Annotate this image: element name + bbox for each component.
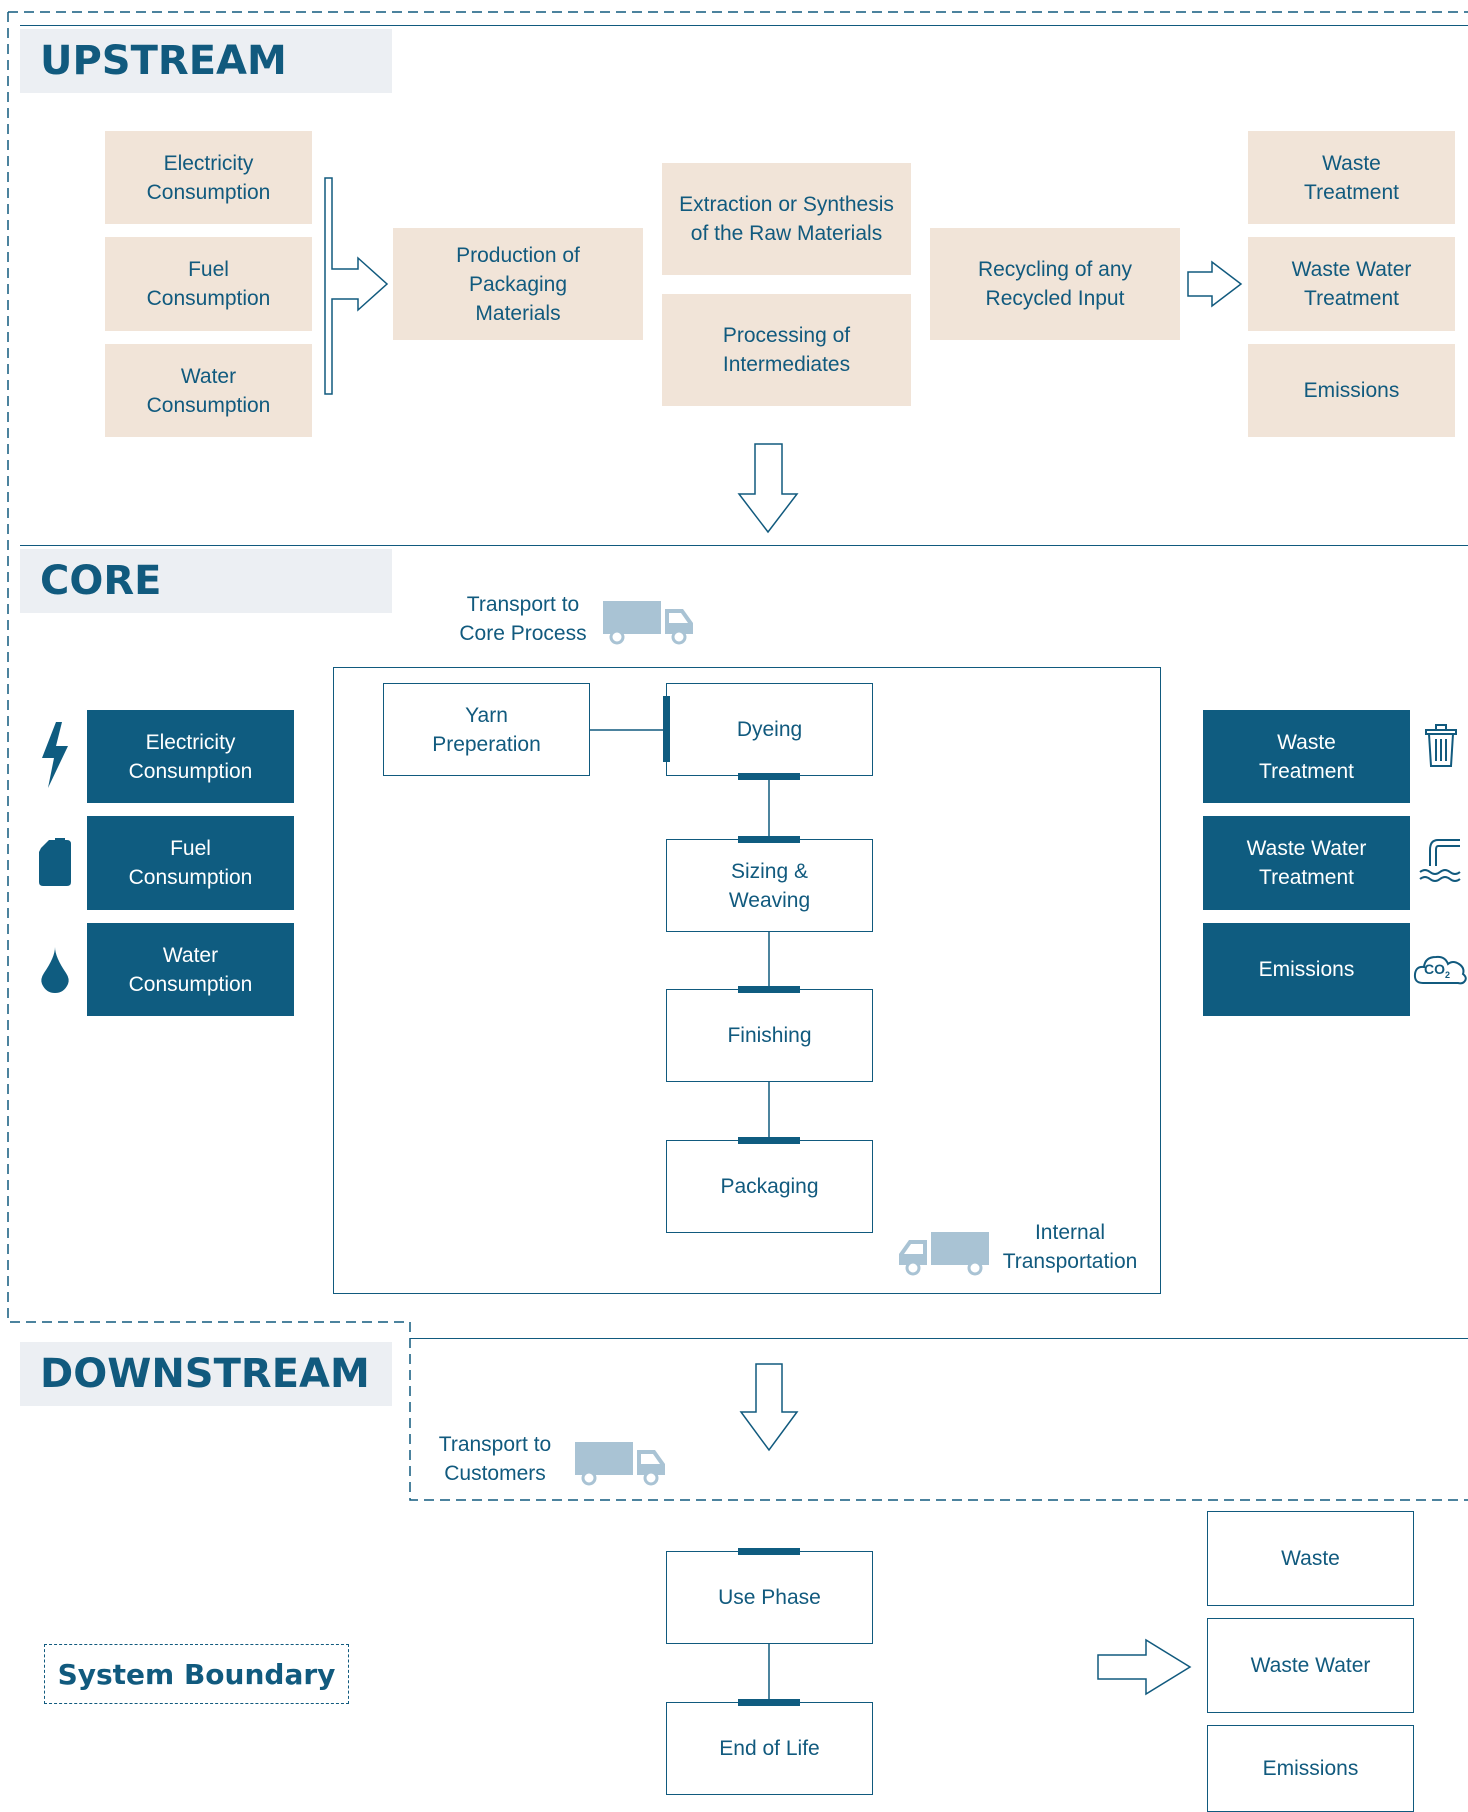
upstream-fuel-box: Fuel Consumption bbox=[105, 237, 312, 331]
finishing-box: Finishing bbox=[666, 989, 873, 1082]
yarn-preparation-box: Yarn Preperation bbox=[383, 683, 590, 776]
upstream-electricity-box: Electricity Consumption bbox=[105, 131, 312, 224]
lightning-icon bbox=[42, 722, 68, 788]
internal-truck-icon bbox=[899, 1232, 989, 1276]
system-boundary-legend: System Boundary bbox=[44, 1644, 349, 1704]
recycling-box: Recycling of any Recycled Input bbox=[930, 228, 1180, 340]
core-rule bbox=[20, 545, 1468, 546]
intermediates-box: Processing of Intermediates bbox=[662, 294, 911, 406]
upstream-emissions-box: Emissions bbox=[1248, 344, 1455, 437]
core-emissions-box: Emissions bbox=[1203, 923, 1410, 1016]
co2-cloud-icon bbox=[1413, 955, 1467, 985]
dyeing-box: Dyeing bbox=[666, 683, 873, 776]
customers-truck-icon bbox=[575, 1442, 665, 1486]
upstream-waste-box: Waste Treatment bbox=[1248, 131, 1455, 224]
internal-transportation-label: Internal Transportation bbox=[1002, 1221, 1138, 1273]
upstream-heading: UPSTREAM bbox=[20, 29, 392, 93]
downstream-emissions-box: Emissions bbox=[1207, 1725, 1414, 1812]
downstream-heading: DOWNSTREAM bbox=[20, 1342, 392, 1406]
transport-to-customers-label: Transport to Customers bbox=[438, 1433, 552, 1485]
packaging-materials-box: Production of Packaging Materials bbox=[393, 228, 643, 340]
upstream-wastewater-box: Waste Water Treatment bbox=[1248, 237, 1455, 331]
core-wastewater-box: Waste Water Treatment bbox=[1203, 816, 1410, 910]
core-electricity-box: Electricity Consumption bbox=[87, 710, 294, 803]
water-drop-icon bbox=[41, 947, 69, 993]
downstream-rule bbox=[410, 1338, 1468, 1339]
downstream-waste-box: Waste bbox=[1207, 1511, 1414, 1606]
core-waste-box: Waste Treatment bbox=[1203, 710, 1410, 803]
upstream-rule bbox=[20, 25, 1468, 26]
sizing-weaving-box: Sizing & Weaving bbox=[666, 839, 873, 932]
core-process-container bbox=[333, 667, 1161, 1294]
co2-text: CO2 bbox=[1424, 961, 1450, 983]
truck-icon bbox=[603, 601, 693, 645]
use-phase-box: Use Phase bbox=[666, 1551, 873, 1644]
co2-main: CO bbox=[1424, 961, 1445, 977]
pipe-water-icon bbox=[1419, 839, 1461, 882]
core-fuel-box: Fuel Consumption bbox=[87, 816, 294, 910]
core-water-box: Water Consumption bbox=[87, 923, 294, 1016]
extraction-box: Extraction or Synthesis of the Raw Mater… bbox=[662, 163, 911, 275]
packaging-box: Packaging bbox=[666, 1140, 873, 1233]
co2-subscript: 2 bbox=[1445, 969, 1451, 980]
upstream-water-box: Water Consumption bbox=[105, 344, 312, 437]
trash-icon bbox=[1425, 724, 1457, 767]
transport-to-core-label: Transport to Core Process bbox=[459, 593, 587, 645]
fuel-can-icon bbox=[39, 838, 71, 886]
core-heading: CORE bbox=[20, 549, 392, 613]
downstream-wastewater-box: Waste Water bbox=[1207, 1618, 1414, 1713]
